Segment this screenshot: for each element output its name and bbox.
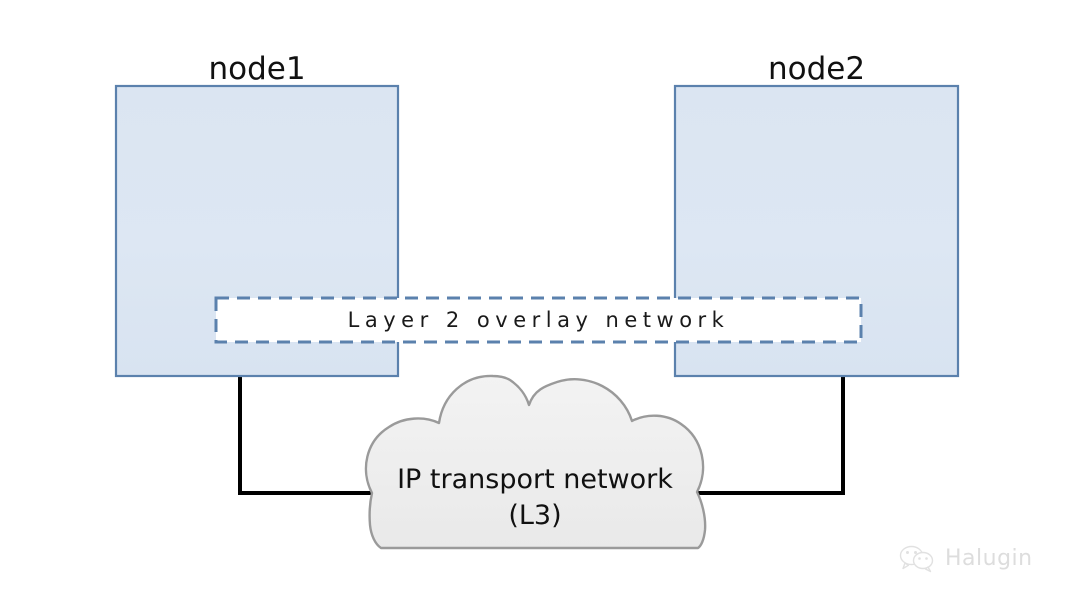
wechat-icon: [899, 545, 934, 573]
layer2-overlay-label: Layer 2 overlay network: [347, 308, 730, 332]
ip-transport-cloud[interactable]: [364, 374, 707, 550]
watermark: Halugin: [898, 545, 1033, 573]
layer2-overlay-box[interactable]: [214, 296, 863, 344]
cloud-label-line1: IP transport network: [397, 464, 673, 495]
watermark-text: Halugin: [945, 546, 1033, 571]
cloud-label-line2: (L3): [508, 500, 562, 531]
connector-node1-to-cloud: [238, 376, 378, 495]
cloud-label-group: IP transport network (L3): [370, 462, 700, 534]
connector-node2-to-cloud: [697, 376, 845, 495]
node2-label: node2: [767, 51, 866, 87]
node1-label: node1: [208, 51, 306, 87]
